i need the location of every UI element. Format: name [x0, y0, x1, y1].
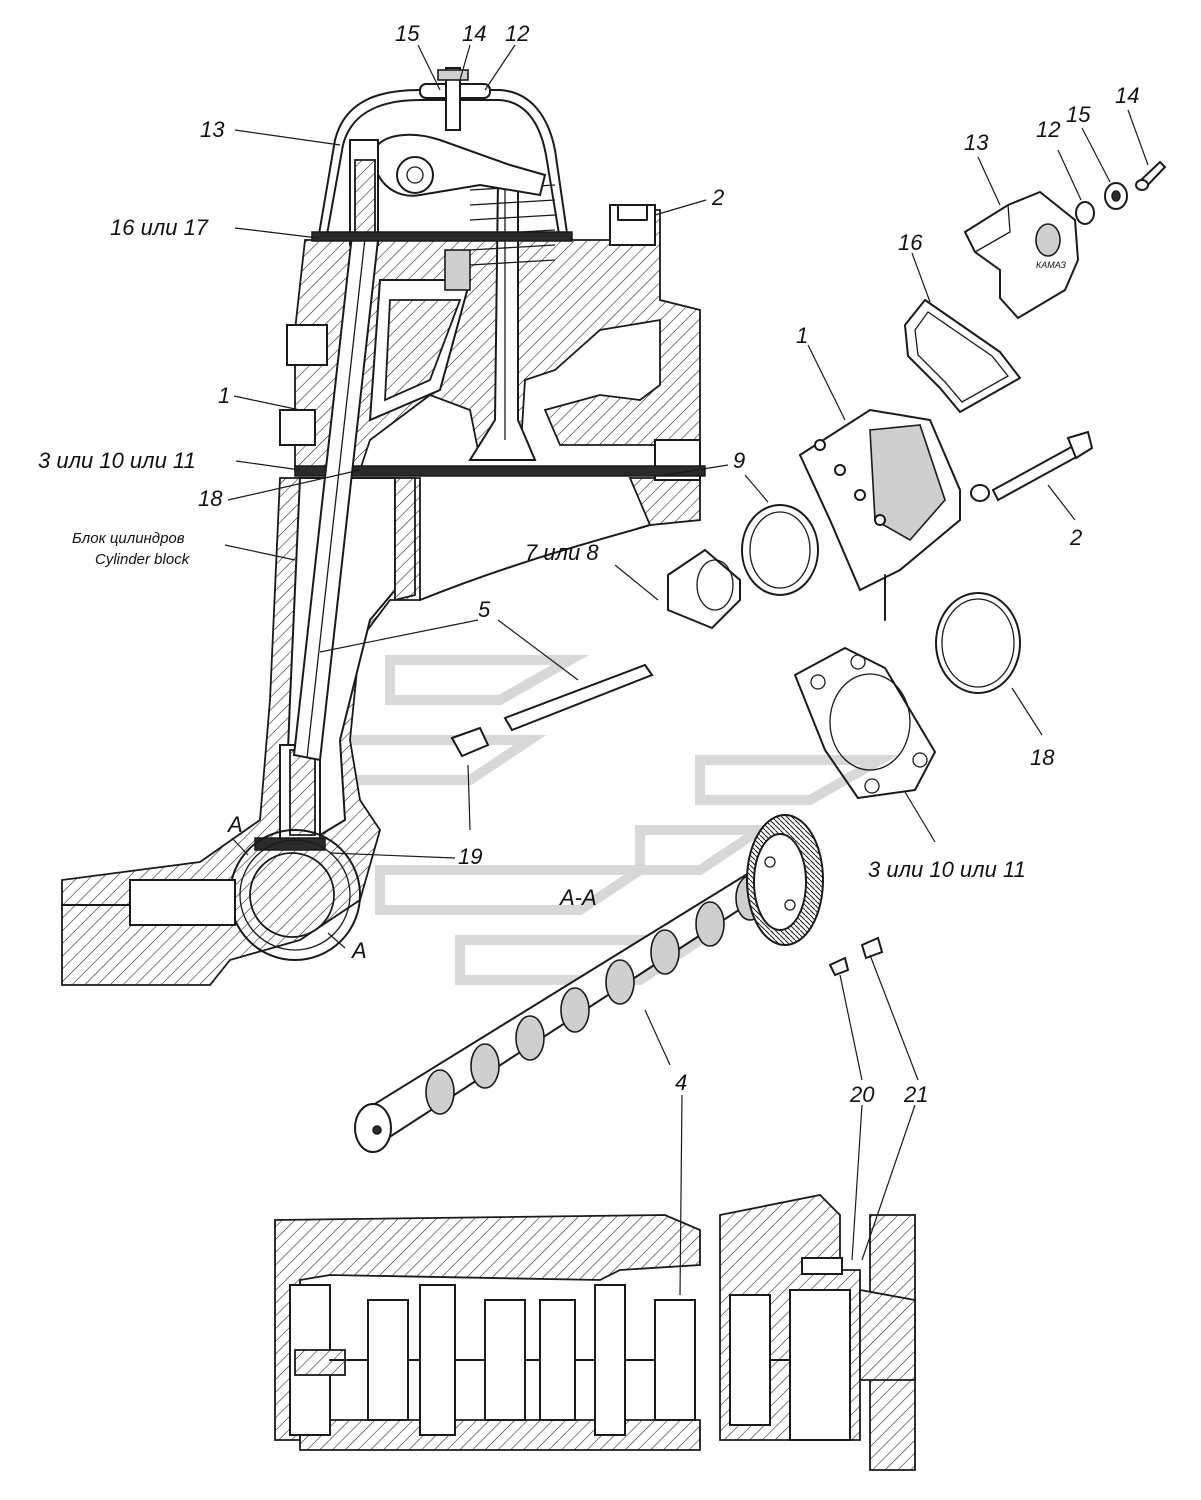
block-caption-ru: Блок цилиндров	[72, 530, 185, 547]
callout-2-top: 2	[711, 185, 724, 210]
cover-brand-label: КАМАЗ	[1036, 260, 1066, 270]
cylinder-head-exploded	[798, 408, 961, 621]
callout-2-right: 2	[1069, 525, 1082, 550]
callout-3-10-11-left: 3 или 10 или 11	[38, 448, 196, 473]
callout-3-10-11-right: 3 или 10 или 11	[868, 857, 1026, 882]
callout-19: 19	[458, 844, 482, 869]
callout-9: 9	[733, 448, 745, 473]
screw-20	[828, 956, 850, 977]
callout-13-right: 13	[964, 130, 989, 155]
section-a-a-label: A-A	[558, 885, 597, 910]
sealing-ring-9	[741, 504, 819, 596]
section-mark-a-top: A	[226, 812, 243, 837]
callout-14-right: 14	[1115, 83, 1139, 108]
screw-21	[860, 936, 884, 960]
head-gasket-3-10-11	[794, 647, 936, 799]
o-ring-18	[935, 592, 1021, 694]
callout-15-top: 15	[395, 21, 420, 46]
callout-18-right: 18	[1030, 745, 1055, 770]
callout-13-left: 13	[200, 117, 225, 142]
block-caption-en: Cylinder block	[95, 551, 191, 568]
callout-4: 4	[675, 1070, 687, 1095]
callout-16-17-left: 16 или 17	[110, 215, 209, 240]
callout-14-top: 14	[462, 21, 486, 46]
valve-seat-insert-7-8	[667, 548, 741, 630]
callout-16-right: 16	[898, 230, 923, 255]
bolt-2	[970, 430, 1094, 502]
bolt-14	[1135, 160, 1167, 191]
tappet-19	[450, 726, 490, 758]
callout-21: 21	[903, 1082, 928, 1107]
gasket-16	[904, 299, 1021, 413]
callout-12-top: 12	[505, 21, 529, 46]
section-a-a	[274, 1194, 916, 1471]
head-cover-exploded: КАМАЗ	[963, 190, 1080, 320]
valve-train	[349, 133, 556, 461]
callout-20: 20	[849, 1082, 875, 1107]
camshaft-gear	[746, 814, 824, 946]
pushrod-5-exploded	[503, 663, 654, 732]
callout-7-8: 7 или 8	[525, 540, 599, 565]
callout-15-right: 15	[1066, 102, 1091, 127]
washer-12	[1075, 201, 1095, 225]
seal-washer-15	[1104, 182, 1128, 210]
callout-5: 5	[478, 597, 491, 622]
callout-18-left: 18	[198, 486, 223, 511]
head-cover	[311, 67, 573, 242]
callout-labels: 15 14 12 13 16 или 17 1 3 или 10 или 11 …	[38, 21, 1139, 1107]
callout-1-left: 1	[218, 383, 230, 408]
leader-lines	[224, 44, 1149, 1296]
callout-12-right: 12	[1036, 117, 1060, 142]
section-mark-a-bottom: A	[350, 938, 367, 963]
callout-1-right: 1	[796, 323, 808, 348]
